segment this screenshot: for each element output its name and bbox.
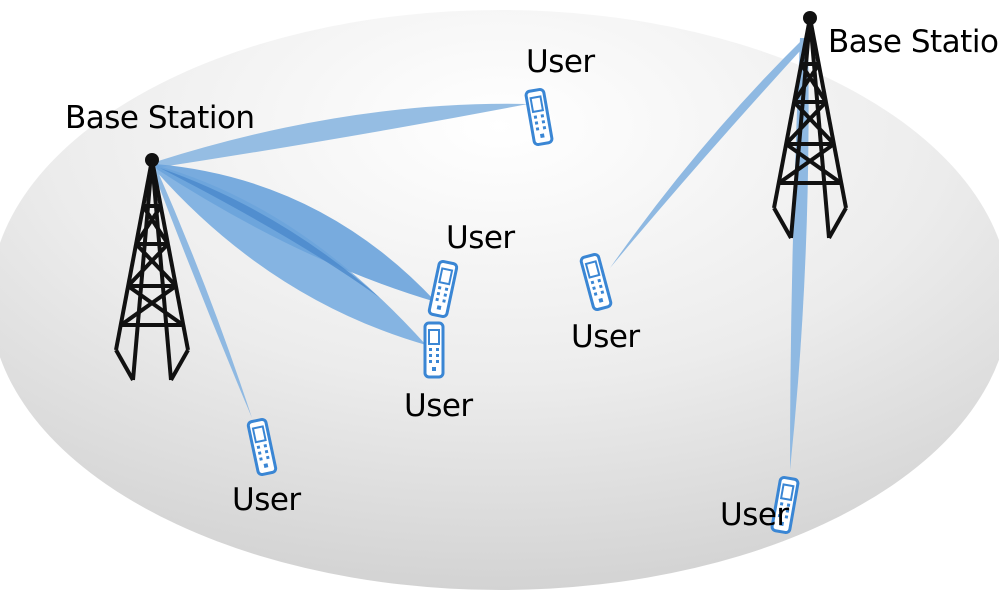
- user-top: User: [523, 44, 596, 147]
- beam-to-user-bottom-left: [152, 165, 252, 418]
- user-right-middle-label: User: [571, 319, 640, 355]
- base-station-left: Base Station: [65, 100, 255, 382]
- user-bottom-left-label: User: [232, 482, 301, 518]
- beam-to-user-right-middle: [610, 36, 810, 268]
- base-station-right: Base Station: [772, 9, 999, 240]
- phone-icon: [423, 321, 445, 379]
- user-bottom-left: User: [232, 417, 302, 518]
- user-lower-middle-label: User: [404, 388, 473, 424]
- beam-to-user-top: [155, 103, 528, 168]
- user-lower-middle: User: [404, 321, 474, 424]
- user-right-middle: User: [571, 252, 641, 355]
- beams-left-station: [152, 103, 528, 418]
- coverage-area: [0, 10, 999, 590]
- user-bottom-right: User: [720, 475, 801, 535]
- user-top-label: User: [526, 44, 595, 80]
- base-station-right-label: Base Station: [828, 24, 999, 60]
- user-middle-label: User: [446, 220, 515, 256]
- user-middle: User: [427, 220, 516, 319]
- base-station-left-label: Base Station: [65, 100, 255, 136]
- beam-to-user-lower-middle: [155, 165, 426, 345]
- user-bottom-right-label: User: [720, 497, 789, 533]
